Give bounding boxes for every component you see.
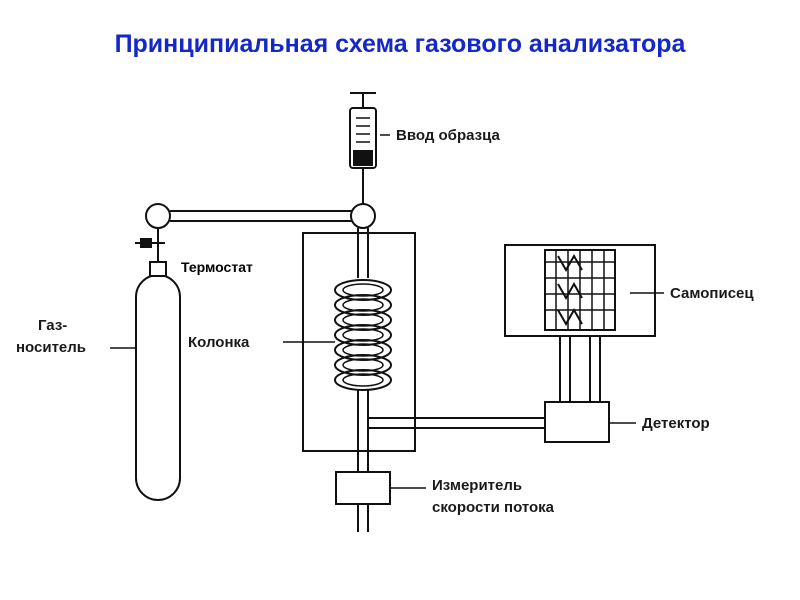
- flow-meter-label-line1: Измеритель: [432, 477, 522, 494]
- column-label: Колонка: [188, 334, 250, 351]
- injector-port: [350, 203, 376, 229]
- syringe-icon: [349, 92, 377, 205]
- flow-meter-box: [335, 471, 391, 505]
- page-title: Принципиальная схема газового анализатор…: [114, 30, 686, 58]
- detector-label: Детектор: [642, 415, 710, 432]
- carrier-gas-label-line1: Газ-: [38, 317, 67, 334]
- signal-line: [559, 336, 601, 402]
- carrier-gas-label-line2: носитель: [16, 339, 86, 356]
- recorder-icon: [504, 244, 656, 337]
- column-coil-icon: [334, 279, 392, 391]
- recorder-label: Самописец: [670, 285, 754, 302]
- detector-line: [368, 417, 545, 429]
- carrier-gas-line: [170, 210, 352, 222]
- column-outlet-line: [357, 390, 369, 472]
- thermostat-label: Термостат: [181, 259, 253, 275]
- flow-meter-label-line2: скорости потока: [432, 499, 555, 516]
- gas-cylinder-icon: [135, 203, 181, 501]
- column-inlet-line: [357, 228, 369, 278]
- detector-box: [544, 401, 610, 443]
- flow-meter-outlet-line: [357, 504, 369, 532]
- sample-inlet-label: Ввод образца: [396, 127, 500, 144]
